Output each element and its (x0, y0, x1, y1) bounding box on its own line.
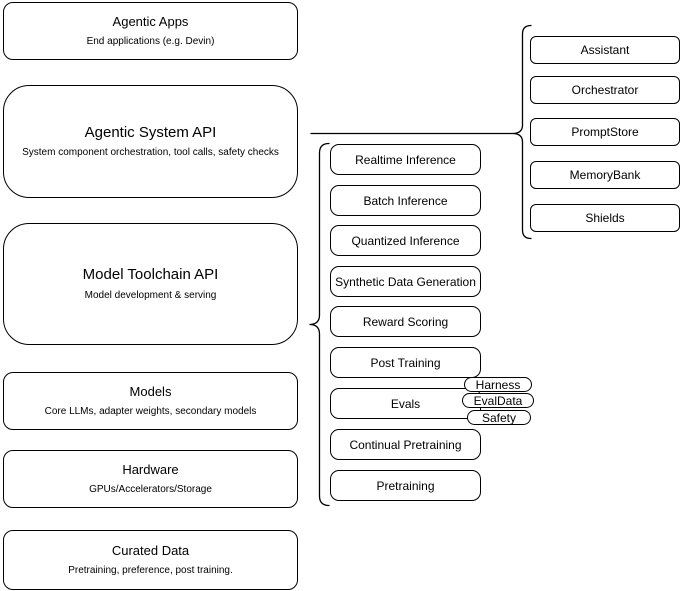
model-toolchain-api-subtitle: Model development & serving (84, 289, 217, 301)
tag-evaldata: EvalData (462, 393, 534, 408)
component-label: Post Training (370, 355, 441, 370)
component-batch-inference: Batch Inference (330, 185, 481, 216)
component-label: Reward Scoring (362, 314, 449, 329)
component-post-training: Post Training (330, 347, 481, 378)
system-components-brace (512, 24, 532, 240)
tag-label: Harness (475, 377, 521, 392)
tag-label: EvalData (473, 393, 523, 408)
model-toolchain-api-title: Model Toolchain API (82, 266, 219, 284)
tag-label: Safety (481, 410, 517, 425)
box-hardware: Hardware GPUs/Accelerators/Storage (3, 450, 298, 508)
agentic-system-api-title: Agentic System API (84, 123, 217, 141)
tag-harness: Harness (464, 377, 532, 392)
component-label: Continual Pretraining (349, 437, 462, 452)
component-label: Evals (390, 396, 421, 411)
agentic-apps-title: Agentic Apps (112, 14, 189, 30)
component-orchestrator: Orchestrator (530, 76, 680, 104)
curated-data-title: Curated Data (111, 543, 190, 559)
component-label: Realtime Inference (355, 152, 456, 167)
component-label: Quantized Inference (351, 233, 460, 248)
component-evals: Evals (330, 388, 481, 419)
box-agentic-system-api: Agentic System API System component orch… (3, 85, 298, 198)
component-shields: Shields (530, 204, 680, 232)
models-subtitle: Core LLMs, adapter weights, secondary mo… (44, 405, 257, 417)
component-synthetic-data-generation: Synthetic Data Generation (330, 266, 481, 297)
component-label: Shields (585, 211, 625, 225)
component-realtime-inference: Realtime Inference (330, 144, 481, 175)
component-label: MemoryBank (569, 168, 641, 182)
component-label: Synthetic Data Generation (335, 274, 476, 289)
component-label: Pretraining (376, 478, 435, 493)
component-label: PromptStore (571, 125, 639, 139)
models-title: Models (129, 384, 172, 400)
component-continual-pretraining: Continual Pretraining (330, 429, 481, 460)
curated-data-subtitle: Pretraining, preference, post training. (68, 564, 233, 576)
box-curated-data: Curated Data Pretraining, preference, po… (3, 530, 298, 590)
tag-safety: Safety (467, 410, 531, 425)
component-label: Orchestrator (571, 83, 639, 97)
agentic-apps-subtitle: End applications (e.g. Devin) (86, 35, 215, 47)
component-label: Assistant (580, 43, 630, 57)
component-memorybank: MemoryBank (530, 161, 680, 189)
component-assistant: Assistant (530, 36, 680, 64)
component-label: Batch Inference (363, 193, 448, 208)
hardware-subtitle: GPUs/Accelerators/Storage (89, 483, 212, 495)
box-models: Models Core LLMs, adapter weights, secon… (3, 372, 298, 430)
component-reward-scoring: Reward Scoring (330, 306, 481, 337)
component-pretraining: Pretraining (330, 470, 481, 501)
component-promptstore: PromptStore (530, 118, 680, 146)
box-agentic-apps: Agentic Apps End applications (e.g. Devi… (3, 2, 298, 60)
hardware-title: Hardware (122, 462, 179, 478)
component-quantized-inference: Quantized Inference (330, 225, 481, 256)
toolchain-components-brace (309, 142, 330, 507)
agentic-system-api-subtitle: System component orchestration, tool cal… (22, 147, 279, 159)
box-model-toolchain-api: Model Toolchain API Model development & … (3, 223, 298, 345)
